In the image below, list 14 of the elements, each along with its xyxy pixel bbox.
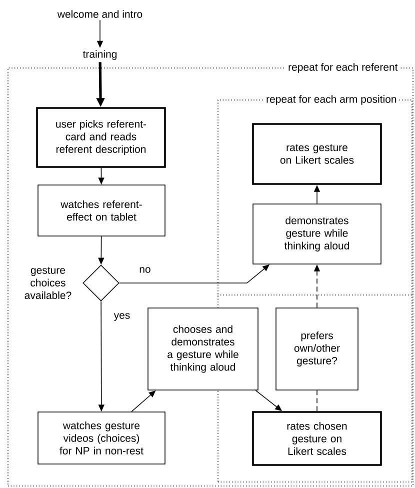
question-text: gesture choices available? (24, 266, 72, 300)
decision-diamond (82, 264, 120, 302)
edge-label: yes (114, 313, 130, 321)
process-box: prefers own/other gesture? (276, 308, 358, 390)
process-box: demonstrates gesture while thinking aloud (252, 204, 382, 264)
step-text: welcome and intro (57, 10, 142, 18)
process-box: watches referent-effect on tablet (38, 184, 166, 236)
process-box: chooses and demonstrates a gesture while thinking aloud (148, 308, 258, 390)
process-box: rates gesture on Likert scales (252, 123, 382, 185)
process-box: watches gesture videos (choices) for NP in non-rest (38, 412, 166, 464)
edge-label: no (140, 267, 150, 273)
step-text: training (82, 50, 117, 60)
process-box: rates chosen gesture on Likert scales (252, 411, 382, 466)
process-box: user picks referent-card and reads referent description (36, 107, 166, 168)
